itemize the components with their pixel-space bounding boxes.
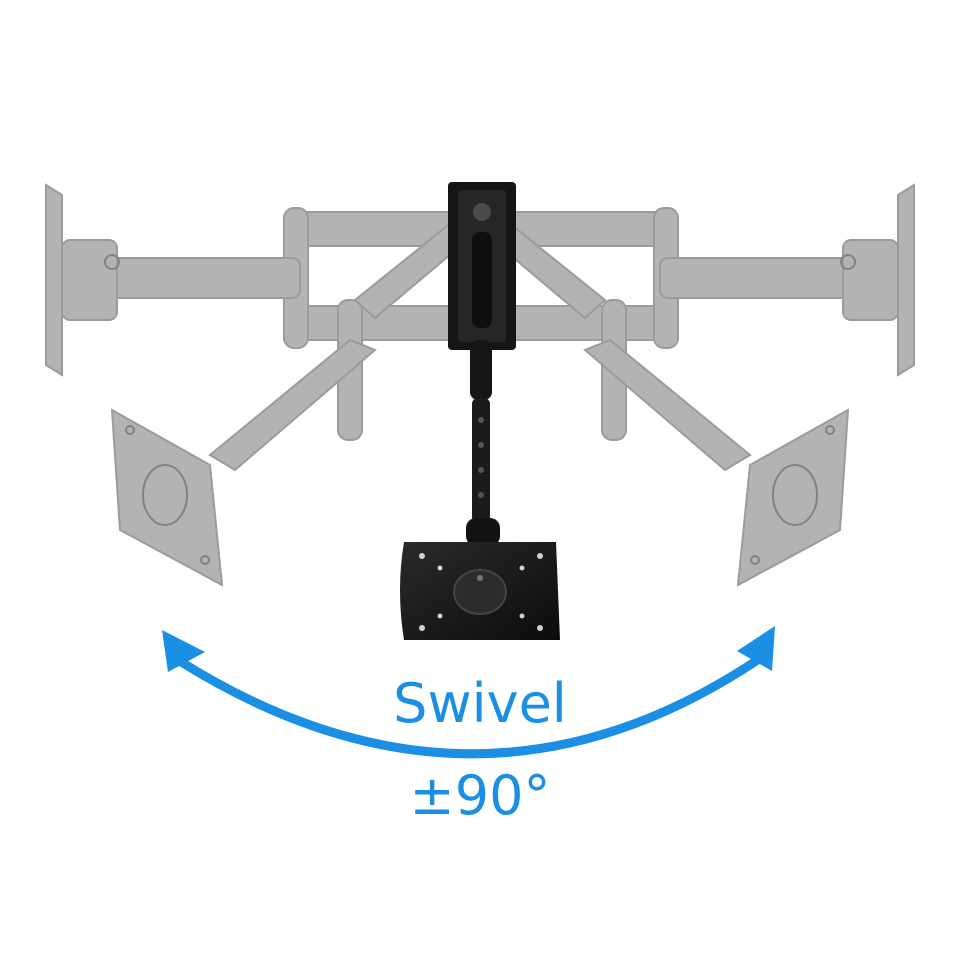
bracket-arm: [472, 232, 492, 328]
monitor-mount-icon: [400, 182, 560, 640]
swivel-arc-arrow-icon: [162, 626, 775, 759]
tilt-joint: [466, 518, 500, 546]
ghost-plate-details: [104, 254, 856, 565]
ghost-arm-far-right: [659, 257, 851, 299]
ghost-arm-far-left: [109, 257, 301, 299]
ghost-plate-angled-left: [110, 408, 224, 587]
ghost-tilt-head-far-left: [61, 239, 118, 321]
ghost-arm-diag-right: [583, 338, 752, 472]
swivel-label: Swivel: [393, 672, 567, 735]
ghost-tilt-head-far-right: [842, 239, 899, 321]
arrowhead-left: [162, 630, 205, 672]
bracket-bolt: [473, 203, 491, 221]
arrowhead-right: [737, 626, 775, 671]
ghost-arm-positions: [45, 183, 915, 587]
ghost-plate-angled-right: [736, 408, 850, 587]
swivel-angle-label: ±90°: [409, 764, 551, 827]
pole-upper: [470, 340, 492, 400]
vesa-center-hub: [453, 569, 507, 615]
ghost-plate-far-left: [45, 183, 63, 377]
ghost-arm-diag-left: [208, 338, 377, 472]
pole-lower: [472, 398, 490, 523]
ghost-plate-far-right: [897, 183, 915, 377]
